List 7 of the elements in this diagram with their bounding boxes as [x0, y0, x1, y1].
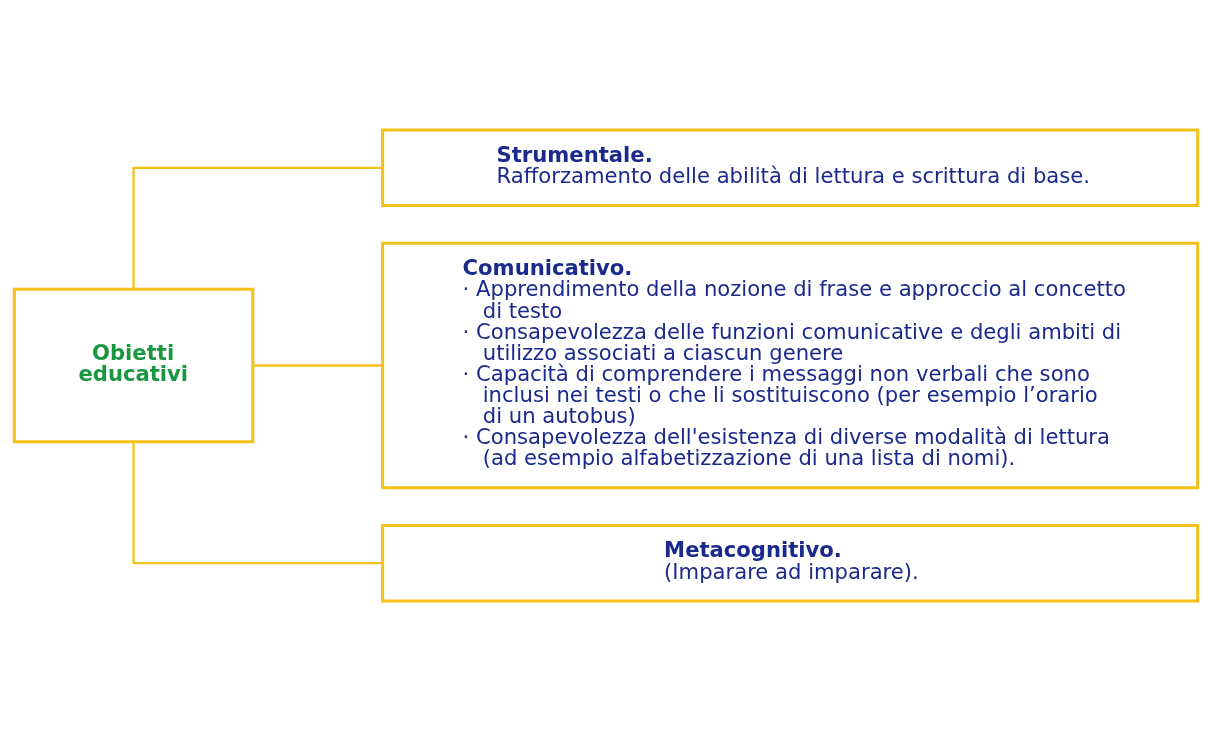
node-box: Obietti educativi [12, 287, 255, 444]
connector [132, 441, 383, 565]
connector [252, 364, 383, 367]
node-box: Strumentale. Rafforzamento delle abilità di lettura e scrittura di base. [381, 128, 1200, 207]
connector [132, 166, 383, 290]
node-box: Metacognitivo. (Imparare ad imparare). [381, 524, 1200, 603]
node-box: Comunicativo. · Apprendimento della nozione di frase e approccio al concetto di testo · Consapevolezza delle funzioni comunicative e degli ambiti di utilizzo associati a ciascun genere · Capacità di comprendere i messaggi non verbali che sono inclusi nei testi o che li sostituiscono (per esempio l’orario di un autobus) · Consapevolezza dell'esistenza di diverse modalità di lettura (ad esempio alfabetizzazione di una lista di nomi). [381, 241, 1200, 490]
